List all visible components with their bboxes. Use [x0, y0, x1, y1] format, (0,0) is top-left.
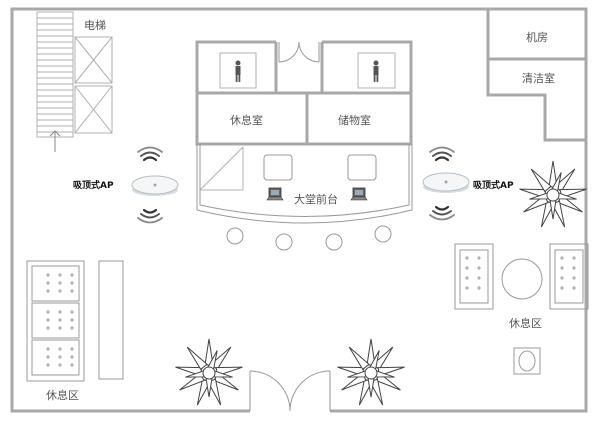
- front-desk: 大堂前台: [196, 144, 413, 251]
- lounge-right-label: 休息区: [509, 316, 542, 330]
- desk-chair: [263, 154, 293, 181]
- elevator-shafts: [74, 36, 113, 134]
- stool: [275, 233, 293, 251]
- storage-room-label: 储物室: [338, 113, 371, 127]
- front-desk-label: 大堂前台: [294, 192, 338, 206]
- central-rooms: 休息室 储物室: [195, 40, 413, 146]
- stool: [226, 227, 244, 245]
- machine-room-label: 机房: [526, 30, 548, 44]
- potted-plant-icon: [337, 338, 405, 406]
- wifi-signal-icon: [429, 146, 455, 221]
- cleaning-room-label: 清洁室: [522, 71, 555, 85]
- service-rooms: 机房 清洁室: [486, 9, 586, 142]
- ap-right-label: 吸顶式AP: [473, 179, 514, 191]
- elevator-stairs: 电梯: [36, 11, 113, 152]
- stair-treads: [37, 17, 73, 133]
- round-table: [501, 258, 543, 300]
- ceiling-access-point-icon: [131, 175, 179, 196]
- stool: [374, 225, 392, 243]
- lounge-left-label: 休息区: [46, 388, 79, 402]
- wifi-signal-icon: [137, 146, 163, 224]
- stool: [325, 233, 343, 251]
- ap-left-label: 吸顶式AP: [73, 179, 114, 191]
- lounge-area-left: 休息区: [26, 260, 124, 402]
- stair-direction-arrow: [49, 130, 61, 152]
- ceiling-access-point-icon: [422, 172, 470, 193]
- desk-chair: [347, 154, 377, 181]
- computer-icon: [350, 187, 368, 201]
- staff-lounge-label: 休息室: [230, 113, 263, 127]
- restroom-entrance-door: [278, 41, 320, 63]
- potted-plant-icon: [175, 338, 243, 406]
- cushion-dots: [46, 273, 74, 367]
- lounge-area-right: 休息区: [454, 243, 589, 375]
- outer-walls: [10, 7, 588, 413]
- potted-plant-icon: [519, 160, 587, 228]
- coffee-table: [98, 260, 124, 380]
- computer-icon: [266, 187, 284, 201]
- elevator-label: 电梯: [84, 19, 106, 32]
- access-point-left: 吸顶式AP: [73, 146, 179, 224]
- main-entrance-door: [249, 370, 331, 412]
- male-restroom-icon: [373, 60, 379, 82]
- access-point-right: 吸顶式AP: [422, 146, 514, 221]
- female-restroom-icon: [235, 60, 241, 82]
